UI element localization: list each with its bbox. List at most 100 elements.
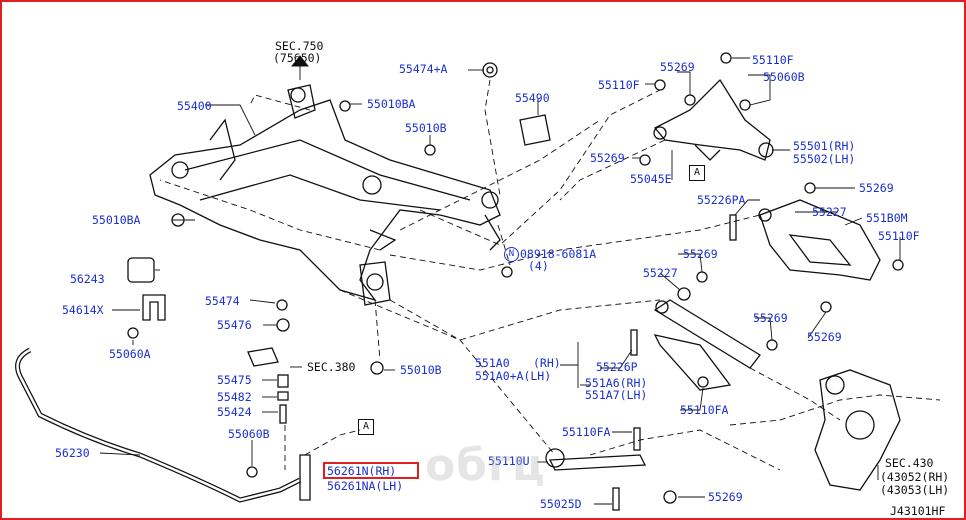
label-55110f-r[interactable]: 55110F [878, 229, 920, 243]
label-55269-b[interactable]: 55269 [590, 151, 625, 165]
upper-arm-bracket [694, 144, 721, 161]
nut-55269-b [639, 154, 651, 166]
label-sec430: SEC.430 [885, 456, 934, 470]
label-55269-d[interactable]: 55269 [683, 247, 718, 261]
upper-arm [653, 78, 771, 161]
nut-55269-g [663, 490, 677, 504]
label-55400[interactable]: 55400 [177, 99, 212, 113]
bolt-55424 [279, 404, 287, 424]
label-551a0a[interactable]: 551A0+A(LH) [475, 369, 552, 383]
label-55269-f[interactable]: 55269 [807, 330, 842, 344]
nut-55110fa-r [697, 376, 709, 388]
label-55269-g[interactable]: 55269 [708, 490, 743, 504]
label-55110u[interactable]: 55110U [488, 454, 530, 468]
label-551a6[interactable]: 551A6(RH) [585, 376, 648, 390]
label-551a0[interactable]: 551A0 [475, 356, 510, 370]
nut-55110f-l [654, 79, 666, 91]
lateral-rod-bushing [545, 448, 565, 468]
label-56230[interactable]: 56230 [55, 446, 90, 460]
nut-55227-mid [677, 287, 691, 301]
label-54614x[interactable]: 54614X [62, 303, 104, 317]
label-55482[interactable]: 55482 [217, 390, 252, 404]
label-55010b-top[interactable]: 55010B [405, 121, 447, 135]
label-551b0m[interactable]: 551B0M [866, 211, 908, 225]
label-55502[interactable]: 55502(LH) [793, 152, 856, 166]
label-43053: (43053(LH) [880, 483, 950, 497]
label-08918[interactable]: 08918-6081A [520, 247, 597, 261]
nut-55060b-r [739, 99, 751, 111]
label-55110fa-b[interactable]: 55110FA [562, 425, 611, 439]
subframe-mount-front [287, 84, 316, 119]
nut-55010b-bot [370, 361, 384, 375]
subframe-crossmember [184, 139, 471, 201]
label-55025d[interactable]: 55025D [540, 497, 582, 511]
subframe-bracket-3 [369, 229, 397, 251]
label-56261na[interactable]: 56261NA(LH) [327, 479, 404, 493]
nut-55269-f [820, 301, 832, 313]
ref-circle-n: N [504, 247, 519, 262]
label-55227-mid[interactable]: 55227 [643, 266, 678, 280]
ref-box-a-top: A [689, 165, 705, 181]
nut-55269-a [684, 94, 696, 106]
label-sec750: SEC.750 [275, 39, 324, 53]
label-55010ba-l[interactable]: 55010BA [92, 213, 141, 227]
nut-55010ba-top [339, 100, 351, 112]
label-55269-a[interactable]: 55269 [660, 60, 695, 74]
knuckle-hub [845, 410, 875, 440]
label-55060b-l[interactable]: 55060B [228, 427, 270, 441]
label-55501[interactable]: 55501(RH) [793, 139, 856, 153]
knuckle [814, 369, 901, 491]
bolt-55110fa-b [633, 427, 641, 451]
toe-link-lower [653, 334, 732, 391]
label-55110fa-r[interactable]: 55110FA [680, 403, 729, 417]
label-55010ba-top[interactable]: 55010BA [367, 97, 416, 111]
bolt-55226pa [729, 214, 737, 241]
toe-link-bushing [655, 300, 669, 314]
label-55010b-bot[interactable]: 55010B [400, 363, 442, 377]
knuckle-hole [825, 375, 845, 395]
label-55110f-l[interactable]: 55110F [598, 78, 640, 92]
subframe-rail [199, 174, 441, 211]
subframe-bushing-top [290, 87, 306, 103]
label-55269-e[interactable]: 55269 [753, 311, 788, 325]
label-08918b[interactable]: (4) [528, 259, 549, 273]
label-55060a[interactable]: 55060A [109, 347, 151, 361]
label-56261n[interactable]: 56261N(RH) [327, 464, 397, 478]
stabilizer-link [299, 454, 311, 501]
bolt-55025d [612, 487, 620, 511]
washer-55482 [277, 391, 289, 401]
nut-55060a [127, 327, 139, 339]
label-55424[interactable]: 55424 [217, 405, 252, 419]
label-55476[interactable]: 55476 [217, 318, 252, 332]
bolt-55226p [630, 329, 638, 356]
nut-55110f-top [720, 52, 732, 64]
label-55474[interactable]: 55474 [205, 294, 240, 308]
nut-55269-d [696, 271, 708, 283]
subframe-bracket-2 [484, 214, 501, 251]
upper-arm-bushing [653, 126, 667, 140]
nut-55269-e [766, 339, 778, 351]
label-551a0rh[interactable]: (RH) [533, 356, 561, 370]
label-55226pa[interactable]: 55226PA [697, 193, 746, 207]
label-sec750b: (75650) [273, 51, 322, 65]
washer-55474 [276, 299, 288, 311]
label-56243[interactable]: 56243 [70, 272, 105, 286]
label-55110f-top[interactable]: 55110F [752, 53, 794, 67]
label-55060b[interactable]: 55060B [763, 70, 805, 84]
nut-55110f-r [892, 259, 904, 271]
label-55045e[interactable]: 55045E [630, 172, 672, 186]
label-55475[interactable]: 55475 [217, 373, 252, 387]
label-55269-c[interactable]: 55269 [859, 181, 894, 195]
label-55227-top[interactable]: 55227 [812, 205, 847, 219]
nut-55010b-top [424, 144, 436, 156]
label-55226p[interactable]: 55226P [596, 360, 638, 374]
nut-08918 [501, 266, 513, 278]
bushing-55476 [276, 318, 290, 332]
label-551a7[interactable]: 551A7(LH) [585, 388, 648, 402]
label-55490[interactable]: 55490 [515, 91, 550, 105]
highlight-box [323, 462, 419, 479]
label-55474a[interactable]: 55474+A [399, 62, 448, 76]
subframe-bushing-left [171, 161, 189, 179]
subframe-bushing-right [481, 191, 499, 209]
